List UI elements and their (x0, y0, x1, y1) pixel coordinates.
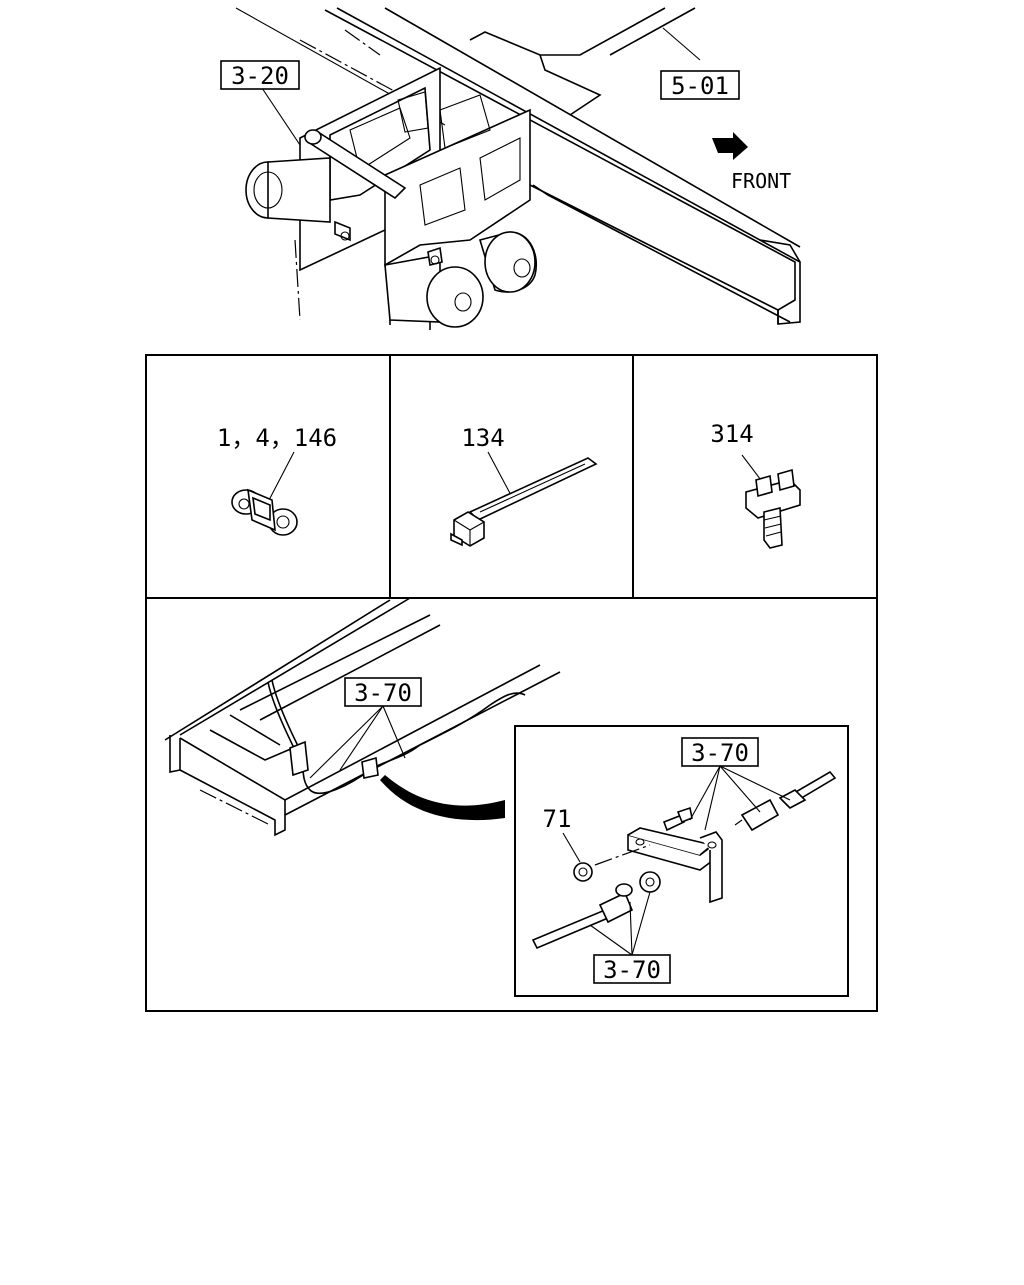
detail-inset-frame (514, 725, 849, 997)
panel-cable-tie: 134 (450, 424, 598, 547)
callout-text: 3-20 (231, 62, 289, 90)
callout-text: 5-01 (671, 72, 729, 100)
callout-harness-ref-top: 3-70 (344, 677, 422, 707)
leader-lines-detail-bottom (589, 891, 651, 956)
leader-lines-detail-top (689, 765, 791, 831)
parts-detail-frame (145, 354, 878, 1012)
fastener-clip-icon (745, 468, 801, 549)
frame-assembly-illustration (235, 7, 801, 330)
callout-text: 3-70 (354, 679, 412, 707)
leader-line-3-20 (261, 87, 301, 146)
leader-lines-3-70 (309, 705, 406, 779)
callout-text: 3-70 (603, 956, 661, 984)
leader-line-nut (562, 832, 581, 863)
connector-detail-illustration (531, 770, 837, 950)
clip-icon (231, 488, 298, 536)
harness-routing-illustration (164, 597, 561, 837)
callout-text: 3-70 (691, 739, 749, 767)
panel-clip: 1，4，146 (217, 424, 337, 536)
callout-cylinder-ref: 3-20 (220, 60, 300, 90)
detail-pointer-icon (380, 775, 505, 821)
panel-fastener-clip: 314 (710, 420, 801, 549)
callout-harness-ref-detail-top: 3-70 (681, 737, 759, 767)
cable-tie-icon (450, 457, 598, 547)
callout-frame-ref: 5-01 (660, 70, 740, 100)
front-direction-label: FRONT (731, 169, 791, 193)
part-number-label: 314 (710, 420, 753, 448)
front-direction-arrow-icon (712, 132, 748, 160)
callout-harness-ref-detail-bottom: 3-70 (593, 954, 671, 984)
part-number-label: 71 (543, 805, 572, 833)
part-number-label: 134 (461, 424, 504, 452)
part-number-label: 1，4，146 (217, 424, 337, 452)
